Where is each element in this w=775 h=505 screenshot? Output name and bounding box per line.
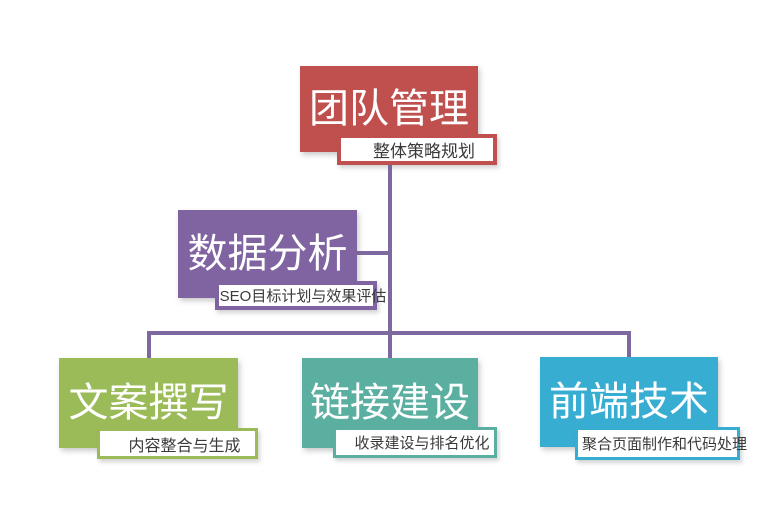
node-link-building-label: 链接建设 xyxy=(310,381,470,425)
node-team-management-sublabel: 整体策略规划 xyxy=(373,142,475,161)
node-frontend-tech-sublabel-box: 聚合页面制作和代码处理 xyxy=(575,427,747,460)
connector-drop-left xyxy=(147,331,151,358)
connector-drop-right xyxy=(627,331,631,357)
node-link-building-sublabel: 收录建设与排名优化 xyxy=(354,435,490,452)
node-frontend-tech-sublabel: 聚合页面制作和代码处理 xyxy=(582,436,748,453)
connector-horizontal-bottom xyxy=(147,331,631,335)
node-link-building: 链接建设 xyxy=(302,358,478,448)
node-data-analysis-label: 数据分析 xyxy=(187,232,348,276)
node-team-management-sublabel-box: 整体策略规划 xyxy=(337,134,497,165)
node-data-analysis-sublabel-box: SEO目标计划与效果评估 xyxy=(215,281,386,310)
node-copywriting-sublabel: 内容整合与生成 xyxy=(128,437,241,455)
connector-vertical-center xyxy=(388,165,392,358)
node-copywriting-label: 文案撰写 xyxy=(68,381,229,425)
node-frontend-tech-label: 前端技术 xyxy=(549,380,709,424)
node-link-building-sublabel-box: 收录建设与排名优化 xyxy=(333,427,497,458)
node-copywriting-sublabel-box: 内容整合与生成 xyxy=(97,428,258,459)
node-team-management-label: 团队管理 xyxy=(309,87,469,131)
node-data-analysis-sublabel: SEO目标计划与效果评估 xyxy=(219,288,387,305)
connector-data-analysis-branch xyxy=(357,251,390,255)
